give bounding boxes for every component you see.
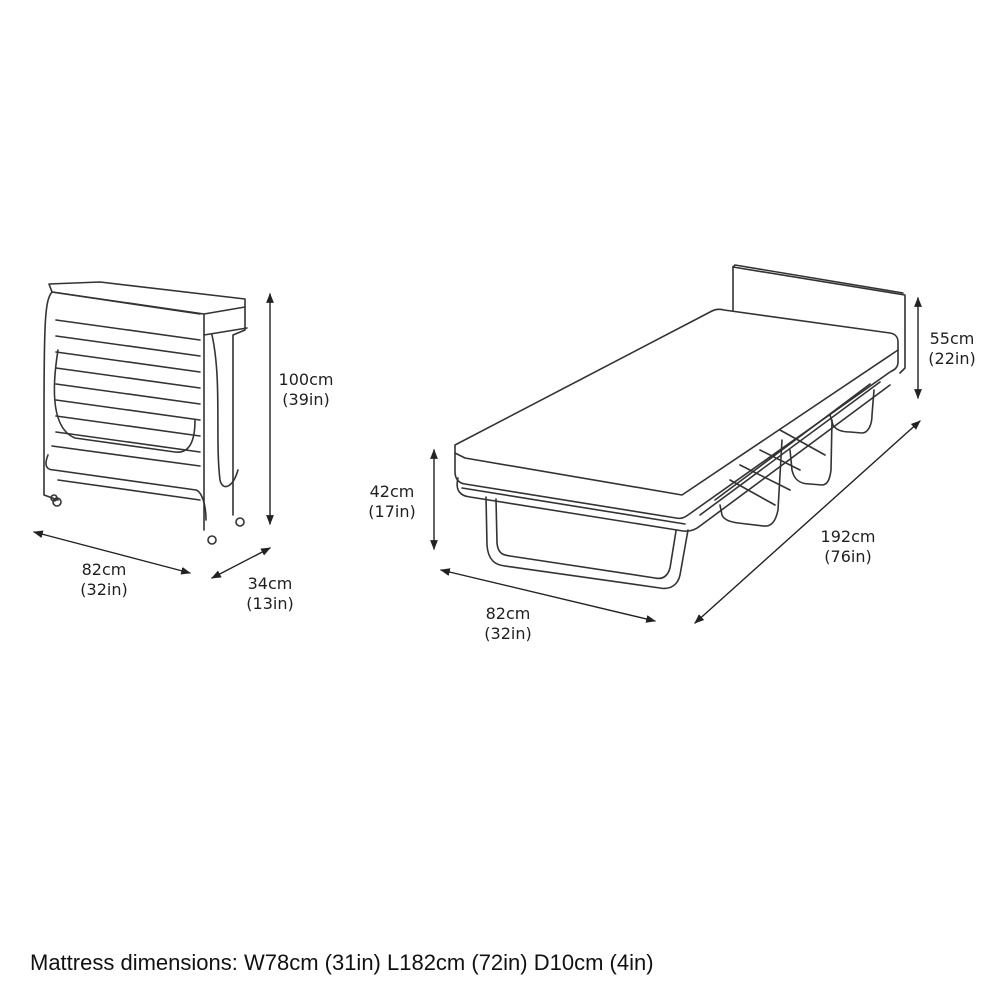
folded-width-in: (32in) <box>80 580 128 599</box>
open-length-arrow <box>694 420 921 624</box>
open-width-label: 82cm (32in) <box>476 604 540 644</box>
open-length-in: (76in) <box>824 547 872 566</box>
bed-height-label: 42cm (17in) <box>360 482 424 522</box>
folded-depth-cm: 34cm <box>247 574 293 593</box>
folded-depth-in: (13in) <box>246 594 294 613</box>
bed-height-cm: 42cm <box>369 482 415 501</box>
headboard-height-cm: 55cm <box>929 329 975 348</box>
folded-width-label: 82cm (32in) <box>72 560 136 600</box>
folded-height-cm: 100cm <box>278 370 334 389</box>
folded-height-label: 100cm (39in) <box>272 370 340 410</box>
folded-depth-label: 34cm (13in) <box>238 574 302 614</box>
folded-width-arrow <box>33 530 191 575</box>
headboard-height-label: 55cm (22in) <box>922 329 982 369</box>
folded-depth-arrow <box>211 547 271 579</box>
open-width-arrow <box>440 568 656 623</box>
open-length-label: 192cm (76in) <box>812 527 884 567</box>
folded-width-cm: 82cm <box>81 560 127 579</box>
folded-height-in: (39in) <box>282 390 330 409</box>
open-length-cm: 192cm <box>820 527 876 546</box>
mattress-dimensions-caption: Mattress dimensions: W78cm (31in) L182cm… <box>30 950 654 975</box>
open-width-cm: 82cm <box>485 604 531 623</box>
open-width-in: (32in) <box>484 624 532 643</box>
bed-height-in: (17in) <box>368 502 416 521</box>
headboard-height-in: (22in) <box>928 349 976 368</box>
folded-bed-illustration <box>43 281 248 545</box>
